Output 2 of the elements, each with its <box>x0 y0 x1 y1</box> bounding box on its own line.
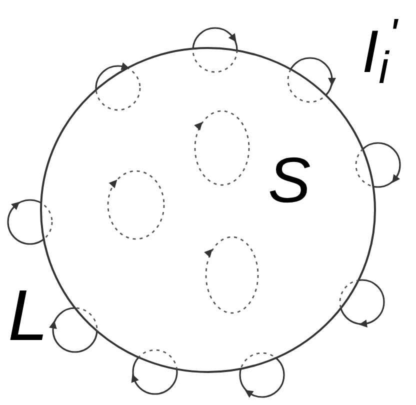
surface-label: S <box>268 148 311 212</box>
boundary-label: L <box>8 280 48 352</box>
